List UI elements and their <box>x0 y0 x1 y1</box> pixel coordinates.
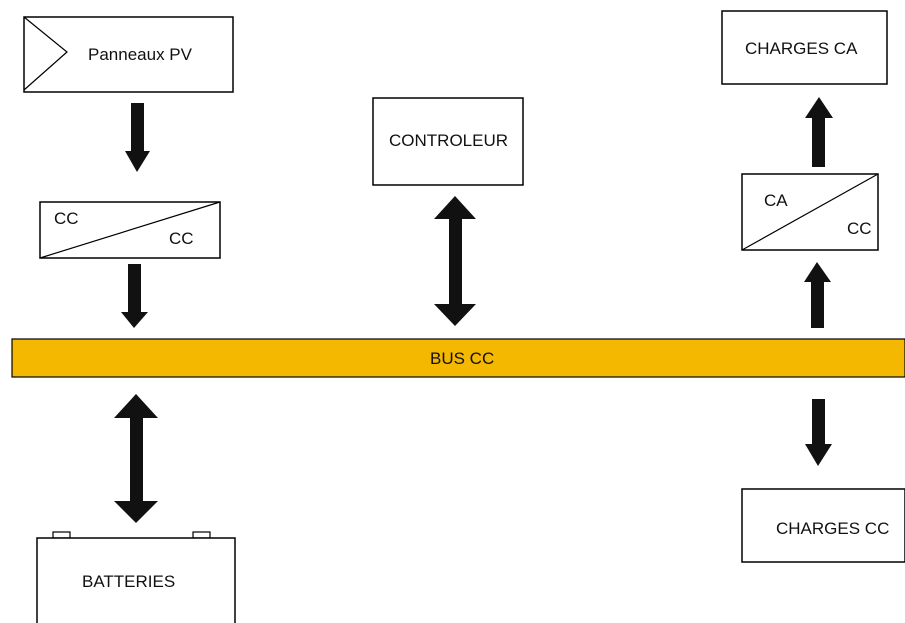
pv-symbol-icon <box>23 16 68 91</box>
inverter-dc-label: CC <box>847 219 872 238</box>
battery-terminal-icon <box>52 531 71 539</box>
inverter-block: CA CC <box>741 173 879 251</box>
batteries-label: BATTERIES <box>82 572 175 591</box>
dc-bus: BUS CC <box>11 338 905 378</box>
arrow-inverter-to-ac-loads <box>805 97 833 167</box>
pv-panels-block: Panneaux PV <box>23 16 234 93</box>
arrow-bus-to-inverter <box>804 262 831 328</box>
arrow-converter-to-bus <box>121 264 148 328</box>
arrow-bus-batteries <box>114 394 158 523</box>
controller-label: CONTROLEUR <box>389 131 508 150</box>
controller-block: CONTROLEUR <box>372 97 524 186</box>
ac-loads-block: CHARGES CA <box>721 10 888 85</box>
battery-terminal-icon <box>192 531 211 539</box>
ac-loads-label: CHARGES CA <box>745 39 858 58</box>
dc-bus-label: BUS CC <box>430 349 494 368</box>
dc-dc-converter-input-label: CC <box>54 209 79 228</box>
dc-dc-converter-block: CC CC <box>39 201 221 259</box>
inverter-ac-label: CA <box>764 191 788 210</box>
dc-dc-converter-output-label: CC <box>169 229 194 248</box>
arrow-bus-to-dc-loads <box>805 399 832 466</box>
dc-loads-block: CHARGES CC <box>741 488 905 563</box>
arrow-controller-bus <box>434 196 476 326</box>
arrow-pv-to-converter <box>125 103 150 172</box>
batteries-block: BATTERIES <box>36 531 236 623</box>
dc-loads-label: CHARGES CC <box>776 519 889 538</box>
pv-panels-label: Panneaux PV <box>88 45 193 64</box>
